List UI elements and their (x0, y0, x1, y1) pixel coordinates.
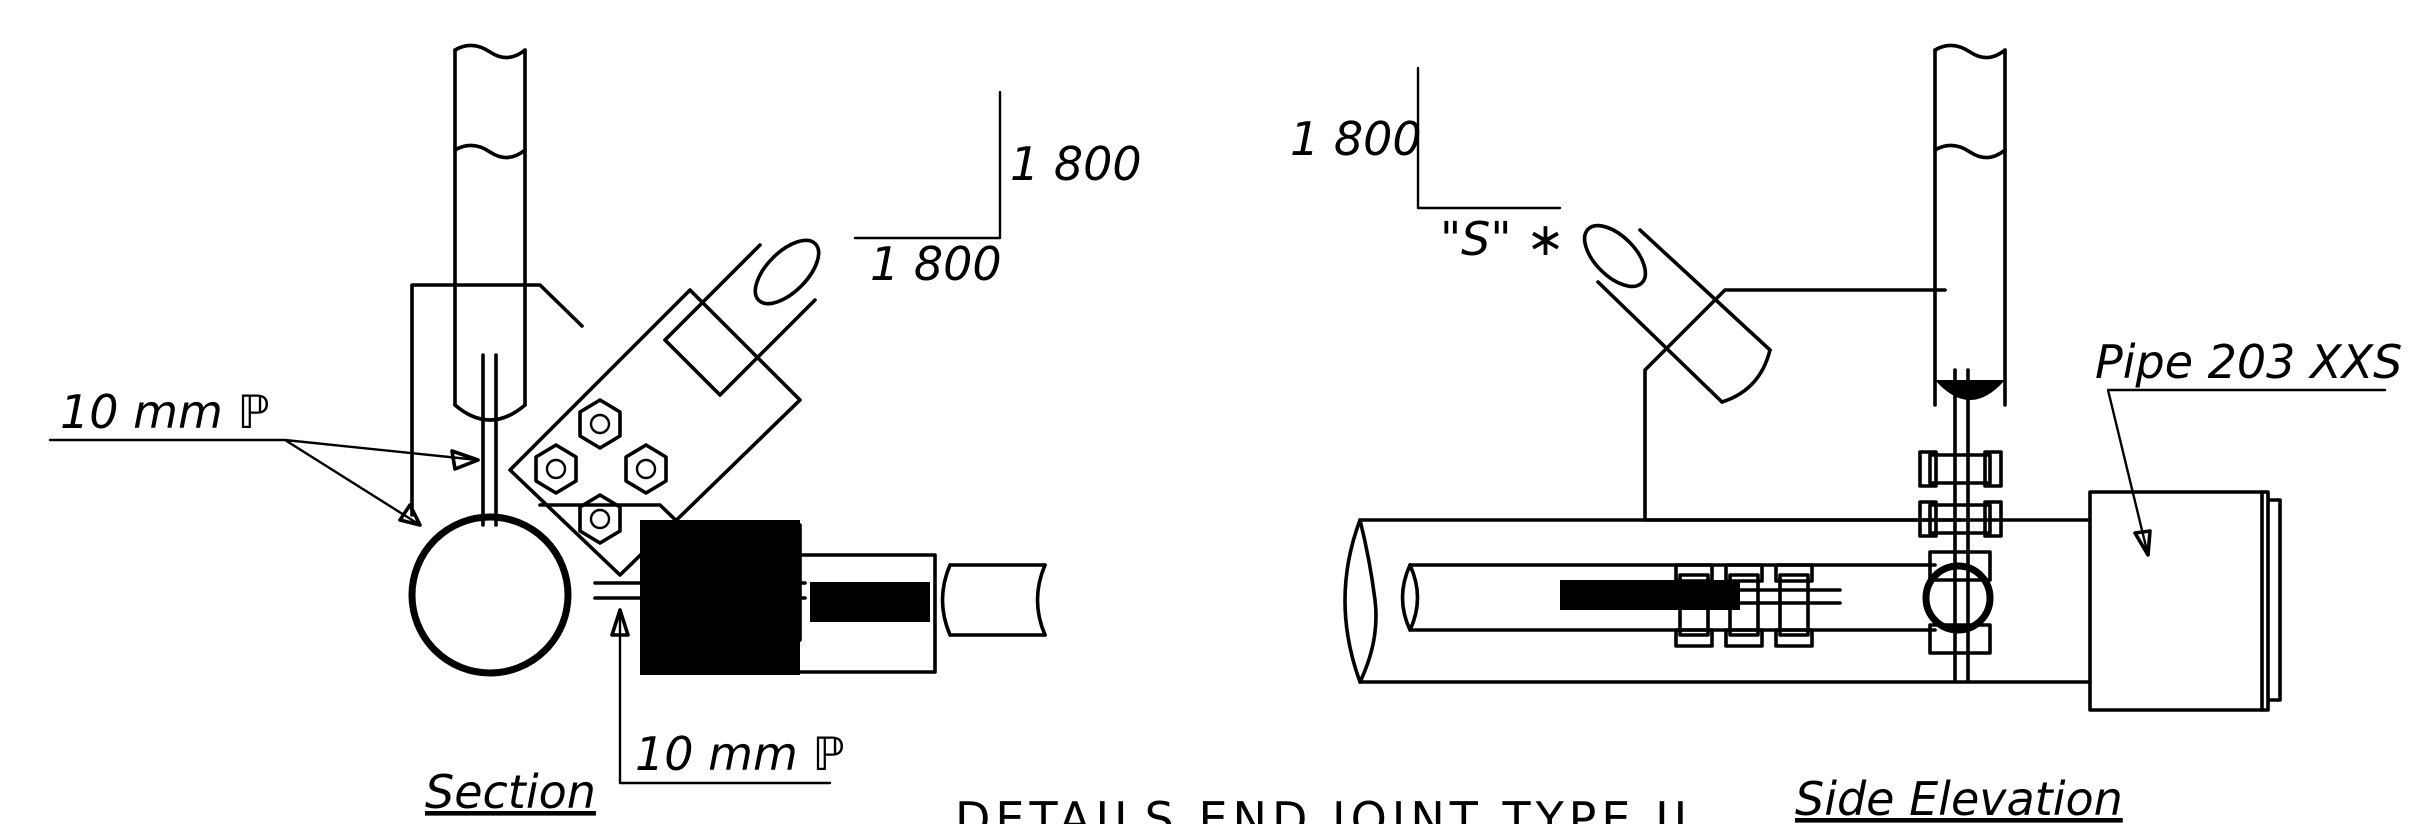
side-elevation-view (1343, 30, 2387, 712)
slope-triangle (1416, 66, 1562, 210)
side-main-pipe (1343, 518, 2092, 684)
drawing-title: DETAILS END JOINT TYPE II (955, 792, 1692, 824)
vertical-plate (481, 353, 498, 527)
horizontal-pipe (593, 553, 1047, 674)
main-pipe-section (408, 513, 572, 677)
slope-run-right: "S" ∗ (1440, 212, 1565, 266)
bolt-icon (534, 443, 578, 495)
angled-bolts (534, 398, 668, 545)
slope-rise-left: 1 800 (1010, 137, 1142, 191)
horizontal-bolts (640, 520, 800, 675)
side-gusset (1643, 288, 1962, 522)
pipe-end-cap (2088, 490, 2282, 712)
angled-connection-plate (508, 288, 802, 577)
leader-line (48, 438, 480, 527)
side-elevation-title: Side Elevation (1795, 772, 2123, 824)
vertical-pipe (453, 43, 527, 422)
side-vertical-bolts (1918, 450, 2003, 655)
bolt-icon (578, 398, 622, 450)
leader-line (2106, 388, 2387, 557)
side-diagonal-pipe (1582, 223, 1772, 404)
side-vertical-pipe (1933, 43, 2007, 682)
plate-label-upper: 10 mm ℙ (60, 385, 270, 439)
centerline (490, 65, 1030, 595)
pipe-callout: Pipe 203 XXS (2095, 335, 2402, 389)
bolt-icon (578, 493, 622, 545)
slope-triangle (853, 90, 1002, 240)
section-title: Section (425, 765, 596, 819)
slope-run-left: 1 800 (870, 237, 1002, 291)
centerline (1375, 30, 1958, 598)
side-horizontal-bolts (1638, 563, 1842, 648)
slope-rise-right: 1 800 (1290, 112, 1422, 166)
side-pipe-end (1922, 562, 1994, 634)
leader-line (618, 608, 832, 785)
diagonal-pipe (640, 238, 821, 420)
plate-label-lower: 10 mm ℙ (635, 727, 845, 781)
section-view (48, 43, 1047, 785)
bolt-icon (624, 443, 668, 495)
